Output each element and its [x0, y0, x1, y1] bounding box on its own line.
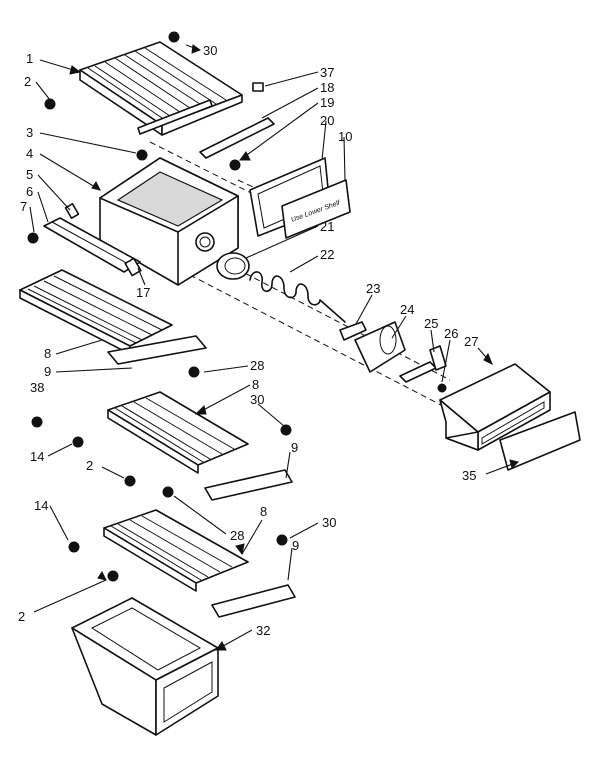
screw-icon	[162, 486, 174, 498]
screw-icon	[124, 475, 136, 487]
shelf-rod	[199, 117, 275, 159]
arrowheads	[69, 44, 519, 651]
label-part-24: 24	[400, 302, 414, 317]
label-part-25: 25	[424, 316, 438, 331]
label-part-9: 9	[291, 440, 298, 455]
shelf-middle	[107, 391, 293, 501]
crisper-drawer	[71, 597, 219, 736]
screw-icon	[280, 424, 292, 436]
label-part-22: 22	[320, 247, 334, 262]
spring-icon	[249, 271, 346, 323]
label-part-26: 26	[444, 326, 458, 341]
label-part-27: 27	[464, 334, 478, 349]
housing-ring	[216, 252, 250, 280]
door-panel: Use Lower Shelf	[249, 157, 351, 239]
label-part-35: 35	[462, 468, 476, 483]
label-part-37: 37	[320, 65, 334, 80]
label-part-28: 28	[230, 528, 244, 543]
label-part-2: 2	[86, 458, 93, 473]
label-part-23: 23	[366, 281, 380, 296]
label-part-3: 3	[26, 125, 33, 140]
screw-icon	[27, 232, 39, 244]
leader-lines	[29, 44, 519, 651]
label-part-9: 9	[44, 364, 51, 379]
screw-icon	[168, 31, 180, 43]
label-part-32: 32	[256, 623, 270, 638]
screw-icon	[31, 416, 43, 428]
screw-icon	[188, 366, 200, 378]
label-part-14: 14	[30, 449, 44, 464]
label-part-9: 9	[292, 538, 299, 553]
label-part-28: 28	[250, 358, 264, 373]
label-part-30: 30	[250, 392, 264, 407]
label-part-8: 8	[252, 377, 259, 392]
crisper-housing	[99, 157, 239, 286]
screw-icon	[136, 149, 148, 161]
label-part-7: 7	[20, 199, 27, 214]
label-part-14: 14	[34, 498, 48, 513]
screw-icon	[276, 534, 288, 546]
label-part-20: 20	[320, 113, 334, 128]
top-shelf	[79, 41, 243, 136]
label-part-1: 1	[26, 51, 33, 66]
label-part-6: 6	[26, 184, 33, 199]
label-part-30: 30	[322, 515, 336, 530]
screw-icon	[229, 159, 241, 171]
shelf-upper-left	[19, 269, 207, 365]
screw-icon	[437, 383, 447, 393]
label-part-10: 10	[338, 129, 352, 144]
screw-icon	[107, 570, 119, 582]
label-part-19: 19	[320, 95, 334, 110]
label-part-2: 2	[24, 74, 31, 89]
shelf-lower	[103, 509, 296, 618]
screw-icon	[68, 541, 80, 553]
part-labels: 1 2 30 37 18 19 20 10 3 4 5 6 7 21 22 17…	[18, 43, 478, 638]
screw-icon	[72, 436, 84, 448]
label-part-4: 4	[26, 146, 33, 161]
label-part-8: 8	[260, 504, 267, 519]
label-part-8: 8	[44, 346, 51, 361]
label-part-30: 30	[203, 43, 217, 58]
clip-icon	[252, 82, 264, 92]
label-part-38: 38	[30, 380, 44, 395]
label-part-18: 18	[320, 80, 334, 95]
screw-icon	[44, 98, 56, 110]
hardware	[27, 31, 447, 582]
label-part-5: 5	[26, 167, 33, 182]
mounting-bracket	[43, 203, 142, 277]
label-part-21: 21	[320, 219, 334, 234]
label-part-2: 2	[18, 609, 25, 624]
label-part-17: 17	[136, 285, 150, 300]
dispenser-bin	[439, 363, 581, 471]
lever-assembly	[339, 321, 447, 383]
